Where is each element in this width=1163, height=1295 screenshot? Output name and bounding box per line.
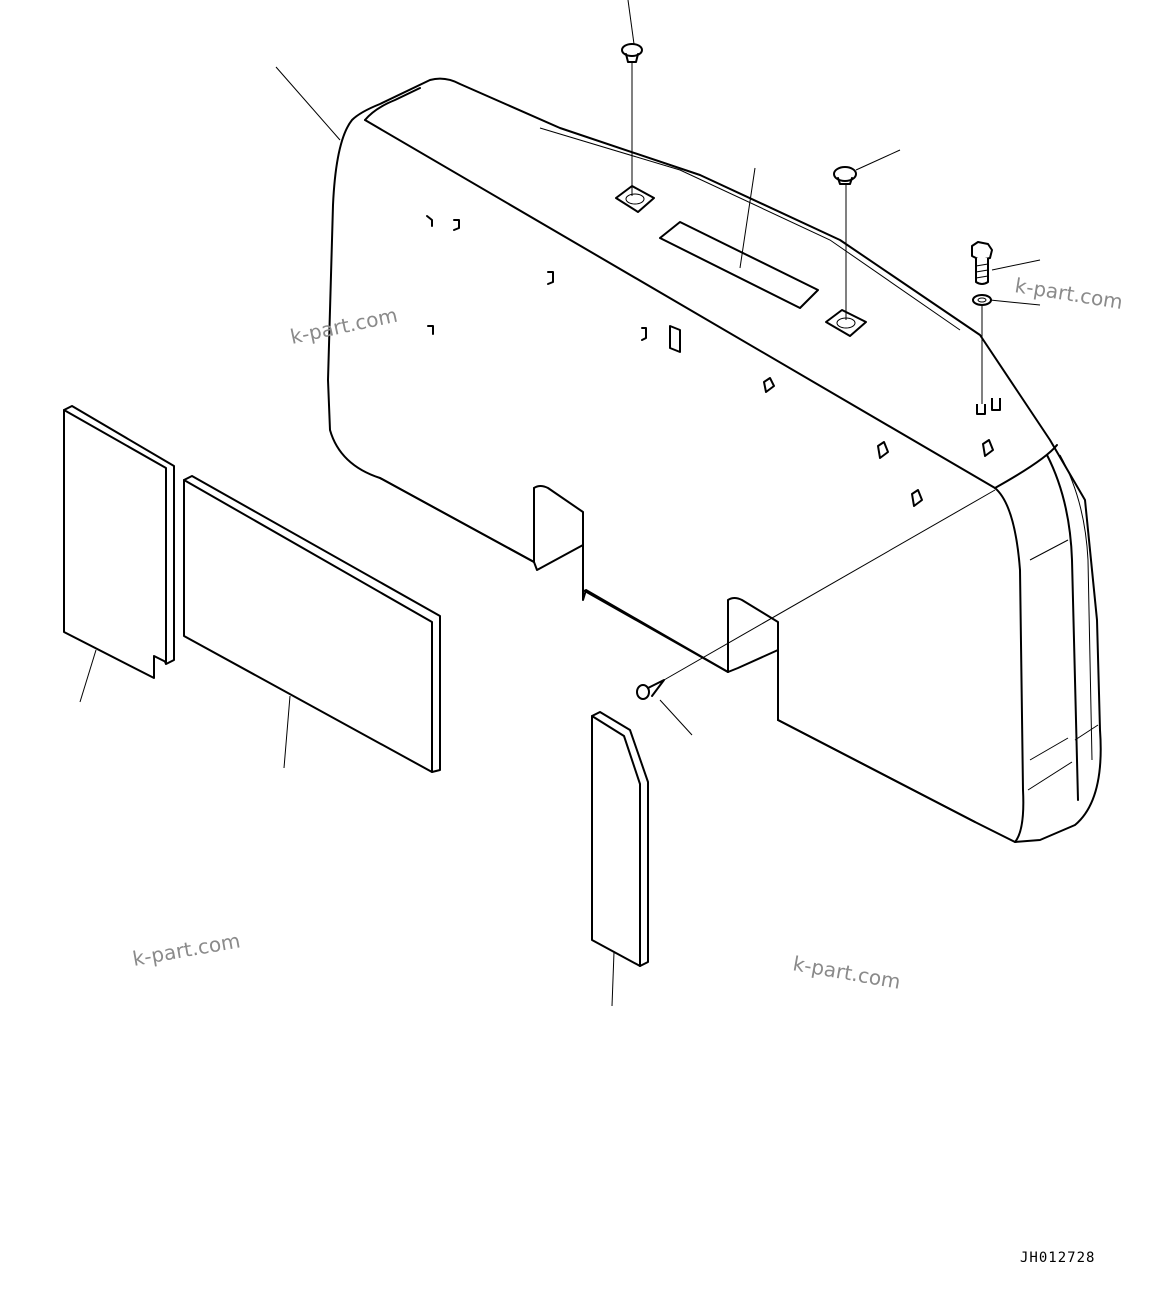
counterweight-body [327, 77, 1102, 843]
insulation-pad-left [63, 405, 175, 679]
watermark: k-part.com [131, 928, 242, 971]
watermark: k-part.com [1013, 273, 1124, 314]
washer [972, 294, 992, 306]
name-plate [659, 221, 819, 309]
bolt [971, 241, 993, 285]
threaded-boss [976, 398, 1001, 415]
mounting-pad-left [615, 185, 655, 213]
assembly-lines [631, 62, 996, 681]
insulation-pad-center [183, 475, 441, 773]
rivet [636, 679, 665, 700]
cap-plug-right [833, 166, 857, 185]
drawing-code: JH012728 [1020, 1250, 1096, 1266]
leader-lines [79, 0, 1041, 1007]
watermark: k-part.com [791, 951, 902, 994]
insulation-pad-right [591, 711, 649, 967]
mounting-clips [426, 215, 994, 507]
cap-plug-upper [621, 43, 643, 63]
